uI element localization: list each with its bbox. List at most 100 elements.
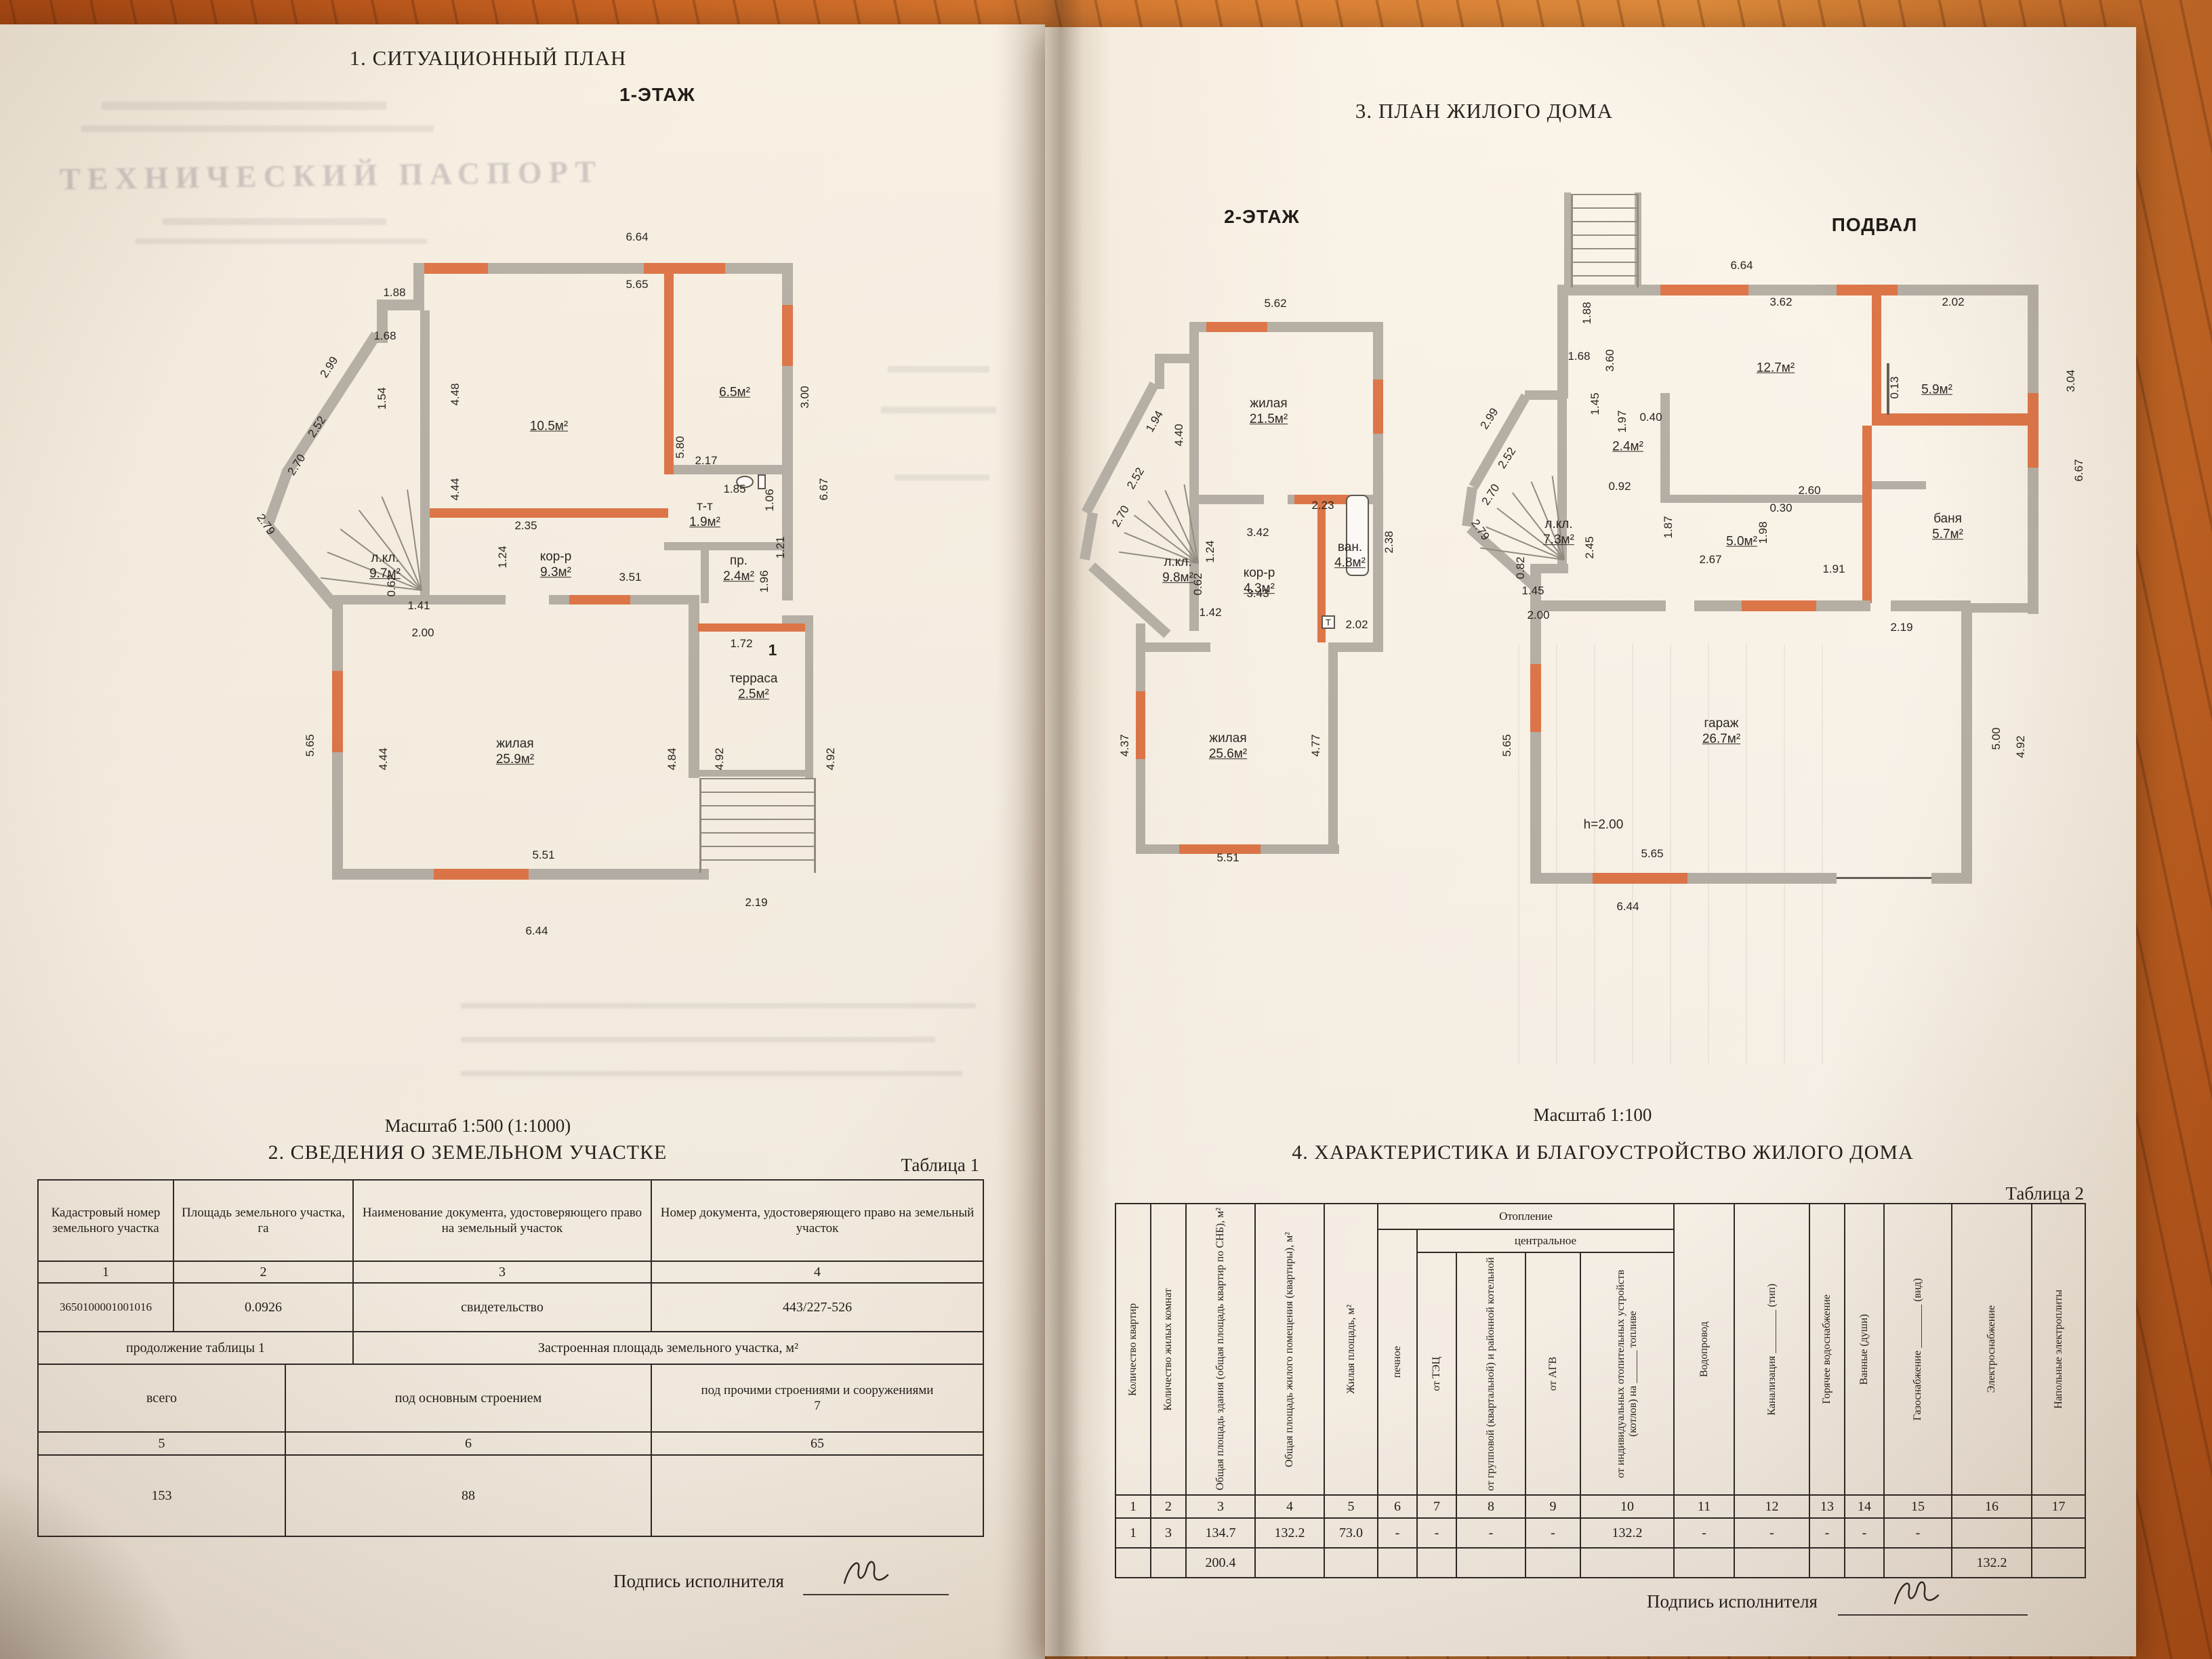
dimension-label: 5.51 (1216, 851, 1240, 864)
dimension-label: 3.42 (1246, 526, 1269, 539)
table-cell: центральное (1418, 1230, 1675, 1253)
section1-title: 1. СИТУАЦИОННЫЙ ПЛАН (349, 46, 627, 70)
wall (1530, 664, 1541, 732)
table-cell: 1 (1116, 1519, 1151, 1549)
dimension-label: 1.94 (1143, 408, 1166, 434)
dimension-label: 0.30 (1769, 501, 1793, 514)
bleedthrough-text (163, 218, 386, 225)
table-cell: 3 (1187, 1496, 1256, 1519)
floor1-plan-title: 1-ЭТАЖ (619, 84, 695, 105)
table-cell: Горячее водоснабжение (1810, 1204, 1845, 1496)
dimension-label: 5.65 (304, 734, 316, 757)
table-cell: Номер документа, удостоверяющего право н… (652, 1181, 984, 1262)
wall (1742, 600, 1816, 611)
section3-title: 3. ПЛАН ЖИЛОГО ДОМА (1355, 99, 1614, 123)
vertical-header-text: Газоснабжение ________ (вид) (1912, 1277, 1924, 1421)
room-label-line: 5.0м² (1726, 534, 1757, 549)
dimension-label: 1.24 (1204, 540, 1216, 563)
room-label-line: 12.7м² (1756, 361, 1795, 375)
dimension-label: 2.00 (1527, 609, 1550, 621)
dimension-label: 2.00 (411, 626, 434, 639)
wall (1525, 390, 1565, 400)
table-cell (1581, 1549, 1675, 1578)
dimension-label: 1.42 (1199, 606, 1222, 619)
dimension-label: 5.80 (674, 436, 687, 459)
dimension-label: 6.44 (525, 924, 548, 937)
bleedthrough-text (102, 102, 386, 110)
vertical-header-text: от индивидуальных отопительных устройств… (1615, 1269, 1639, 1478)
wall (698, 623, 813, 632)
table-cell: 9 (1526, 1496, 1581, 1519)
table-cell: 6 (1378, 1496, 1418, 1519)
wall (674, 465, 782, 474)
vertical-header-text: Горячее водоснабжение (1821, 1294, 1833, 1404)
dimension-label: 5.65 (1500, 734, 1513, 757)
room-label-line: 9.3м² (540, 565, 571, 579)
table-cell: 0.0926 (174, 1284, 354, 1332)
wall (1189, 322, 1199, 360)
vertical-header-text: Жилая площадь, м² (1345, 1305, 1357, 1394)
wall (332, 595, 427, 605)
table-cell: Застроенная площадь земельного участка, … (354, 1332, 984, 1365)
table-cell (1810, 1549, 1845, 1578)
table-cell (1418, 1549, 1457, 1578)
room-label-line: кор-р (1243, 566, 1275, 581)
room-label-line: 6.5м² (719, 385, 750, 400)
table-cell: печное (1378, 1230, 1418, 1496)
room-label-line: терраса (729, 672, 778, 687)
wall (1206, 322, 1267, 332)
dimension-label: 1.87 (1662, 516, 1675, 539)
table-cell: - (1675, 1519, 1735, 1549)
wall (1155, 354, 1198, 363)
dimension-label: 1.45 (1521, 584, 1544, 597)
vertical-header-text: Общая площадь здания (общая площадь квар… (1214, 1208, 1227, 1491)
dimension-label: 1.41 (407, 599, 430, 612)
table-cell (1845, 1549, 1885, 1578)
wall (424, 595, 506, 605)
room-label-line: 2.4м² (1612, 439, 1643, 454)
table-cell: - (1457, 1519, 1526, 1549)
bleedthrough-text (461, 1037, 935, 1042)
wall (424, 508, 668, 518)
room-label-line: 9.7м² (369, 567, 401, 581)
room-label-line: h=2.00 (1583, 817, 1624, 832)
room-label: л.кл.9.8м² (1162, 555, 1193, 586)
table-cell: 6 (286, 1433, 652, 1456)
vertical-header-text: от ТЭЦ (1431, 1356, 1443, 1391)
dimension-label: 2.17 (695, 454, 718, 467)
wall (420, 263, 488, 274)
scale-label-left: Масштаб 1:500 (1:1000) (384, 1115, 571, 1136)
wall (377, 300, 388, 343)
wall (1891, 600, 1971, 611)
table-cell: 5 (39, 1433, 286, 1456)
table-cell: 5 (1325, 1496, 1378, 1519)
signature-line-right (1838, 1614, 2028, 1616)
table-cell (2032, 1549, 2086, 1578)
room-label: л.кл.7.3м² (1543, 517, 1574, 548)
wall (644, 263, 725, 274)
table-cell (2032, 1519, 2086, 1549)
toilet-symbol (736, 476, 754, 488)
room-label-line: л.кл. (371, 551, 399, 566)
dimension-label: 1.45 (1589, 392, 1601, 415)
room-label-line: 2.4м² (723, 569, 754, 583)
table-cell (1675, 1549, 1735, 1578)
bleedthrough-title: ТЕХНИЧЕСКИЙ ПАСПОРТ (59, 154, 603, 197)
table-cell: - (1810, 1519, 1845, 1549)
wall (701, 550, 709, 603)
dimension-label: 4.40 (1172, 424, 1185, 447)
dimension-label: 0.92 (1608, 480, 1631, 493)
wall (1179, 844, 1261, 854)
room-label: h=2.00 (1584, 818, 1624, 834)
dimension-label: 4.92 (713, 747, 726, 771)
wall (689, 595, 699, 778)
wall (1136, 691, 1145, 759)
dimension-label: 2.70 (1109, 503, 1132, 529)
table-cell: от групповой (квартальной) и районной ко… (1457, 1253, 1526, 1496)
fixture-symbol (758, 474, 766, 489)
